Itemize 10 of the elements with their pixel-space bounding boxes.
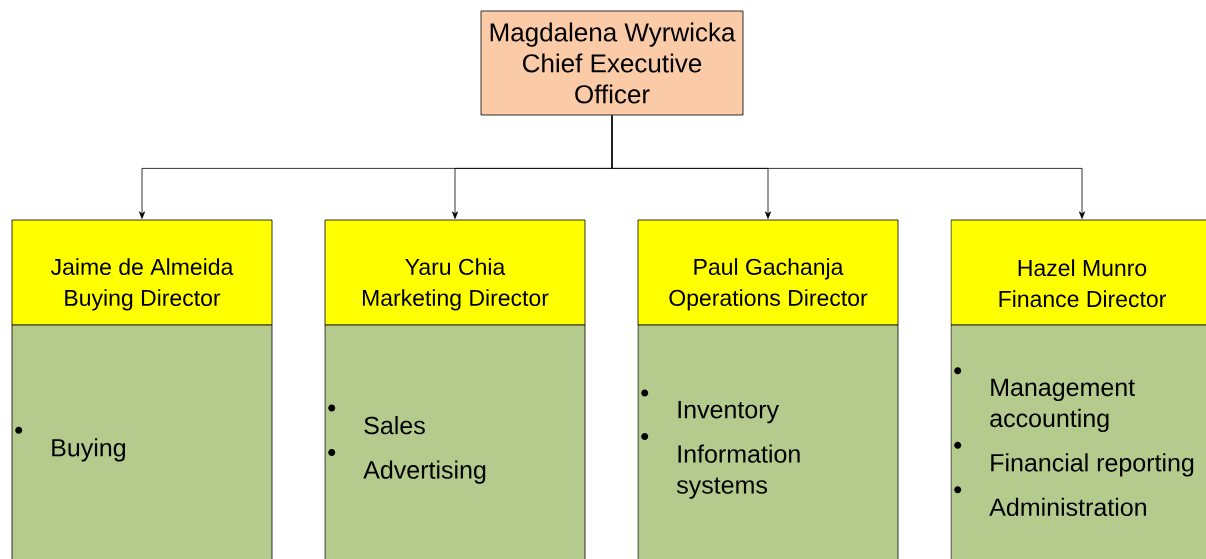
director-box: Hazel Munro Finance Director [950, 219, 1206, 326]
director-box: Paul Gachanja Operations Director [637, 219, 899, 326]
department-box: Management accounting Financial reporting Administration [950, 324, 1206, 559]
director-box: Jaime de Almeida Buying Director [11, 219, 273, 326]
department-box: Sales Advertising [324, 324, 586, 559]
director-box: Yaru Chia Marketing Director [324, 219, 586, 326]
department-box: Inventory Information systems [637, 324, 899, 559]
connector-arrow [611, 115, 1085, 219]
executive-box: Magdalena Wyrwicka Chief Executive Officer [480, 10, 744, 116]
department-box: Buying [11, 324, 273, 559]
